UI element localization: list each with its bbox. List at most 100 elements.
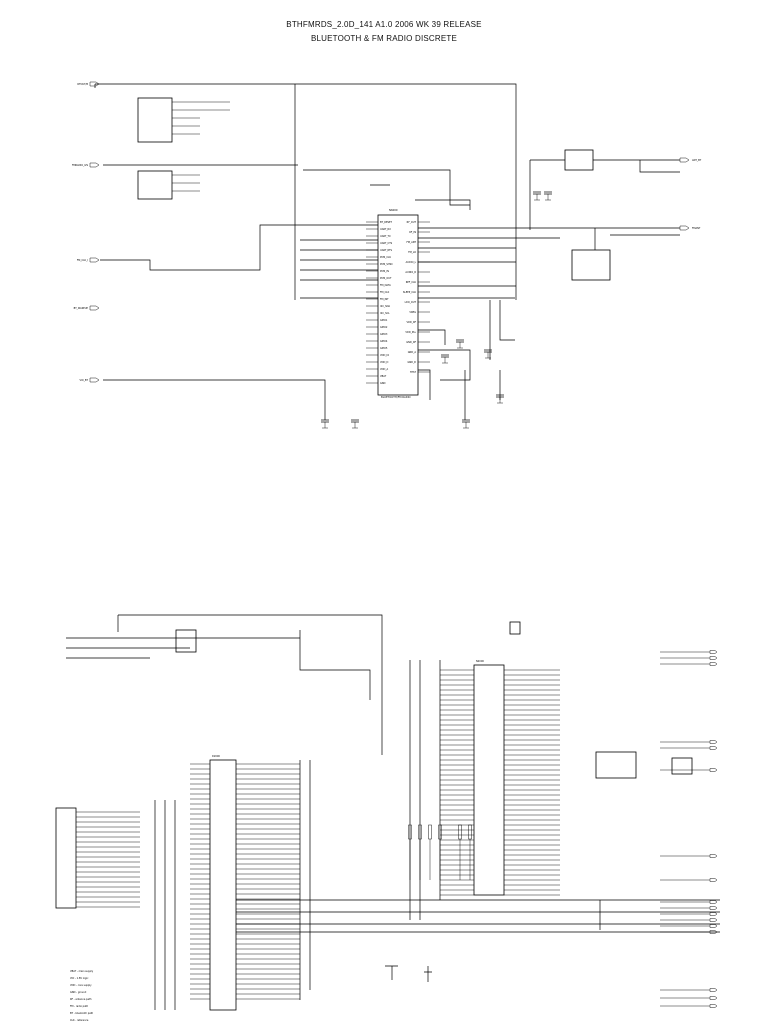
port-symbol (709, 662, 718, 666)
chip-left-pin-label: GPIO1 (380, 319, 388, 322)
legend-row: VIO - 1.8V logic (70, 977, 89, 980)
port-symbol (89, 162, 100, 168)
lower-left-chip-pins (190, 763, 300, 1000)
chip-right-pin-label: SLEEP_CLK (403, 291, 417, 294)
chip-left-pin-label: BT_RESET (380, 221, 392, 224)
connector-block-1 (137, 97, 173, 143)
port-symbol (89, 377, 100, 383)
port-symbol (709, 656, 718, 660)
lower-top-bus (66, 614, 383, 755)
schematic-title: BTHFMRDS_2.0D_141 A1.0 2006 WK 39 RELEAS… (286, 20, 482, 29)
chip-left-pin-label: GPIO4 (380, 340, 388, 343)
chip-right-pin-label: VDD_PLL (405, 331, 416, 334)
port-symbol (709, 918, 718, 922)
chip-left-pin-label: PCM_CLK (380, 256, 391, 259)
upper-ports: RFOUT/BFMRADIO_I2SFM_CLK_IBT_WAKEUPVIO_B… (72, 81, 702, 383)
chip-right-pin-label: VDD_RF (406, 321, 416, 324)
fm-i2s-run (103, 164, 471, 210)
rf-filter (564, 149, 594, 171)
main-chip-body (377, 214, 419, 396)
switch-block (175, 629, 197, 653)
chip-left-pin-label: FM_INT (380, 298, 389, 301)
port-symbol (709, 1004, 718, 1008)
chip-left-pin-label: GND (380, 382, 386, 385)
chip-left-pin-label: GPIO3 (380, 333, 388, 336)
chip-left-pin-label: VBAT (380, 375, 387, 378)
chip-left-pin-label: UART_TX (380, 235, 391, 238)
port-label: FM_CLK_I (77, 259, 88, 262)
chip-left-pin-label: PCM_OUT (380, 277, 392, 280)
legend-row: RF - antenna path (70, 998, 92, 1001)
left-connector (55, 807, 77, 909)
left-connector-pins (76, 811, 140, 908)
chip-right-pin-label: VREG (409, 311, 416, 314)
port-label: VIO_BT (79, 379, 88, 382)
title-block: BTHFMRDS_2.0D_141 A1.0 2006 WK 39 RELEAS… (0, 18, 768, 46)
right-buffer (671, 757, 693, 775)
upper-chip-pins: BT_RESET UART_RX UART_TX UART_CTS UART_RTS PC… (366, 221, 430, 385)
legend-row: BT - bluetooth path (70, 1012, 94, 1015)
chip-right-pin-label: AUDIO_R (405, 271, 416, 274)
lower-output-bus (236, 899, 720, 933)
resistor (428, 824, 432, 840)
chip-left-pin-label: FM_CLK (380, 291, 390, 294)
port-label: FMRADIO_I2S (72, 164, 88, 167)
port-symbol (709, 878, 718, 882)
port-label: ANT_BT (692, 159, 702, 162)
chip-left-pin-label: UART_CTS (380, 242, 393, 245)
chip-left-pin-label: VDD_A (380, 368, 389, 371)
lower-left-chip-ref: D2000 (212, 755, 220, 758)
power-nets (418, 300, 515, 420)
port-symbol (89, 305, 100, 311)
chip-left-pin-label: PCM_SYNC (380, 263, 393, 266)
chip-left-runs (300, 239, 378, 299)
lower-right-ports (660, 650, 718, 1008)
port-symbol (709, 650, 718, 654)
fm-clk-run (100, 224, 378, 271)
port-symbol (89, 257, 100, 263)
lower-right-chip (473, 664, 505, 896)
chip-left-pin-label: VDD_IO (380, 354, 389, 357)
chip-left-pin-label: I2C_SDA (380, 305, 390, 308)
chip-right-pin-label: GND_A (408, 351, 417, 354)
chip-left-pin-label: PCM_IN (380, 270, 389, 273)
legend-row: CLK - reference (70, 1019, 89, 1022)
rf-path (529, 159, 680, 230)
legend-row: VBAT - main supply (70, 970, 94, 973)
chip-right-pin-label: GND_D (407, 361, 416, 364)
chip-left-pin-label: UART_RX (380, 228, 391, 231)
floating-symbols (385, 965, 432, 982)
port-symbol (709, 996, 718, 1000)
right-resistor-array (595, 751, 637, 779)
crystal (509, 621, 521, 635)
chip-right-pin-label: TEST (410, 371, 416, 374)
port-label: BT_WAKEUP (74, 307, 89, 310)
port-symbol (709, 768, 718, 772)
port-label: FMANT (692, 227, 701, 230)
main-chip-ref: N6000 (389, 208, 398, 212)
port-symbol (89, 81, 100, 87)
upper-schematic: N6000 BLUETOOTH/FM RADIO BT_RESETUART_RX… (72, 81, 702, 429)
chip-left-pin-label: VDD_D (380, 361, 389, 364)
lower-resistor-ladder (408, 824, 472, 880)
port-symbol (709, 746, 718, 750)
resistor (468, 824, 472, 840)
lower-vertical-buses (154, 660, 601, 1010)
decoupling-capacitors (321, 191, 552, 429)
connector-wires (172, 101, 230, 192)
lower-left-chip (209, 759, 237, 1011)
chip-left-pin-label: I2C_SCL (380, 312, 390, 315)
port-symbol (709, 924, 718, 928)
chip-right-pin-label: AUDIO_L (406, 261, 417, 264)
port-symbol (709, 900, 718, 904)
chip-left-pin-label: UART_RTS (380, 249, 392, 252)
port-symbol (709, 854, 718, 858)
schematic-subtitle: BLUETOOTH & FM RADIO DISCRETE (310, 34, 458, 43)
chip-right-runs (418, 227, 580, 299)
port-symbol (709, 912, 718, 916)
port-symbol (709, 740, 718, 744)
chip-left-pin-label: GPIO5 (380, 347, 388, 350)
